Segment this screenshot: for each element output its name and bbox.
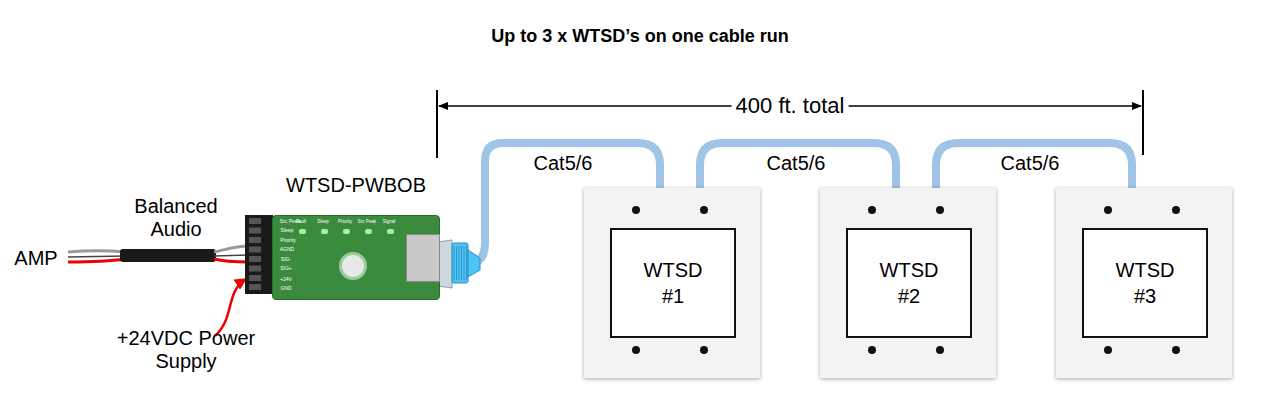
screw-hole — [1104, 346, 1112, 354]
screw-hole — [936, 346, 944, 354]
led-label: Priority — [338, 219, 352, 224]
mount-hole — [339, 252, 367, 280]
speaker-grille-box: WTSD #1 — [610, 228, 736, 338]
wall-plate: WTSD #2 — [820, 188, 996, 378]
terminal-block — [245, 215, 273, 294]
screw-hole — [632, 346, 640, 354]
speaker-grille-box: WTSD #2 — [846, 228, 972, 338]
cable-label: Balanced Audio — [121, 195, 231, 241]
screw-hole — [700, 206, 708, 214]
cable-label: Cat5/6 — [1001, 152, 1060, 175]
led-label: Signal — [383, 219, 396, 224]
terminal-label: GND — [280, 286, 291, 292]
led-label: Src Peak — [358, 219, 376, 224]
cable-label: Cat5/6 — [767, 152, 826, 175]
power-label: +24VDC Power Supply — [101, 327, 271, 373]
screw-hole — [868, 346, 876, 354]
led — [365, 229, 372, 234]
device-name: WTSD #1 — [640, 257, 706, 309]
diagram-title: Up to 3 x WTSD’s on one cable run — [491, 26, 788, 47]
screw-hole — [936, 206, 944, 214]
cat-cable — [936, 143, 1132, 188]
speaker-grille-box: WTSD #3 — [1082, 228, 1208, 338]
cable-label: Cat5/6 — [534, 152, 593, 175]
led-label: Sleep — [317, 219, 329, 224]
led-label: Fault — [296, 219, 306, 224]
rj45-plug — [438, 240, 480, 288]
cat-cable — [700, 143, 896, 188]
led — [387, 229, 394, 234]
screw-hole — [868, 206, 876, 214]
device-name: WTSD #3 — [1112, 257, 1178, 309]
wall-plate: WTSD #3 — [1056, 188, 1232, 378]
terminal-label: AGND — [280, 247, 294, 253]
device-name: WTSD #2 — [876, 257, 942, 309]
dimension-tick — [436, 90, 438, 158]
source-label: AMP — [14, 247, 57, 270]
screw-hole — [1172, 346, 1180, 354]
rj45-port — [406, 234, 440, 282]
terminal-label: Priority — [280, 238, 296, 244]
terminal-label: +24V — [280, 277, 292, 283]
breakout-board: WTSD-PWBOB — [272, 215, 440, 300]
terminal-label: SIG+ — [280, 266, 292, 272]
led — [299, 229, 306, 234]
wall-plate: WTSD #1 — [584, 188, 760, 378]
screw-hole — [1104, 206, 1112, 214]
board-name: WTSD-PWBOB — [233, 174, 479, 197]
audio-cable — [68, 246, 248, 262]
dimension-label: 400 ft. total — [732, 93, 849, 118]
terminal-label: SIG- — [281, 257, 291, 263]
led — [343, 229, 350, 234]
terminal-label: Sleep — [281, 228, 294, 234]
screw-hole — [632, 206, 640, 214]
screw-hole — [700, 346, 708, 354]
led — [321, 229, 328, 234]
dimension-tick — [1142, 90, 1144, 155]
screw-hole — [1172, 206, 1180, 214]
